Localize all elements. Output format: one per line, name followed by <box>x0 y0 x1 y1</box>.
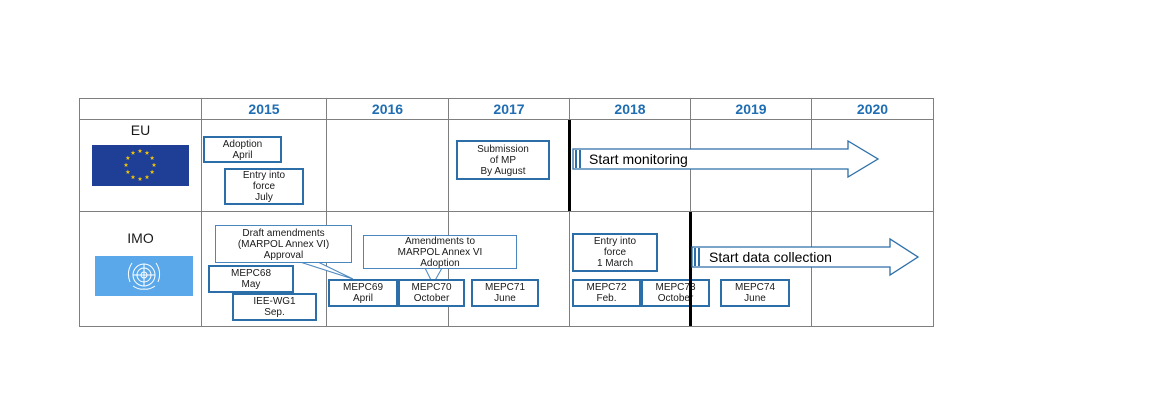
eu-star <box>125 169 131 174</box>
eu-star <box>144 174 150 180</box>
eu-star <box>130 174 136 180</box>
column-divider <box>811 98 812 327</box>
table-border-right <box>933 98 934 327</box>
un-emblem <box>127 262 161 290</box>
column-divider <box>569 98 570 327</box>
mepc71-box: MEPC71 June <box>471 279 539 307</box>
eu-flag-stars <box>123 148 157 181</box>
table-border-left <box>79 98 80 327</box>
eu-adoption-box: Adoption April <box>203 136 282 163</box>
table-border-top <box>79 98 934 99</box>
imo-entry-into-force-box: Entry into force 1 March <box>572 233 658 272</box>
un-flag-field <box>95 256 193 296</box>
row-label-imo: IMO <box>127 230 154 246</box>
table-header-divider <box>79 119 934 120</box>
amendments-adoption-callout: Amendments to MARPOL Annex VI Adoption <box>363 235 517 269</box>
eu-star <box>151 162 157 167</box>
mepc72-box: MEPC72 Feb. <box>572 279 641 307</box>
mepc69-box: MEPC69 April <box>328 279 398 307</box>
column-divider <box>448 98 449 327</box>
eu-star <box>130 150 136 155</box>
year-header-2018: 2018 <box>614 101 646 117</box>
column-divider <box>326 98 327 327</box>
imo-data-collection-start-line <box>689 212 692 326</box>
row-label-eu: EU <box>130 122 151 138</box>
eu-star <box>123 162 129 167</box>
year-header-2016: 2016 <box>371 101 404 117</box>
year-header-2019: 2019 <box>735 101 767 117</box>
column-divider <box>201 98 202 327</box>
eu-entry-into-force-box: Entry into force July <box>224 168 304 205</box>
eu-submission-mp-box: Submission of MP By August <box>456 140 550 180</box>
eu-star <box>144 150 150 155</box>
draft-amendments-callout: Draft amendments (MARPOL Annex VI) Appro… <box>215 225 352 263</box>
eu-monitoring-start-line <box>568 120 571 211</box>
eu-star <box>149 169 155 174</box>
year-header-2017: 2017 <box>493 101 525 117</box>
table-row-divider <box>79 211 934 212</box>
eu-star <box>125 155 131 160</box>
mepc73-box: MEPC73 October <box>641 279 710 307</box>
eu-star <box>137 176 143 181</box>
year-header-2015: 2015 <box>248 101 280 117</box>
eu-flag-field <box>92 145 189 186</box>
year-header-2020: 2020 <box>856 101 889 117</box>
mepc74-box: MEPC74 June <box>720 279 790 307</box>
mepc68-box: MEPC68 May <box>208 265 294 293</box>
start-data-collection-label: Start data collection <box>709 249 832 265</box>
iee-wg1-box: IEE-WG1 Sep. <box>232 293 317 321</box>
eu-star <box>137 148 143 153</box>
table-border-bottom <box>79 326 934 327</box>
start-monitoring-label: Start monitoring <box>589 151 688 167</box>
mepc70-box: MEPC70 October <box>398 279 465 307</box>
eu-star <box>149 155 155 160</box>
